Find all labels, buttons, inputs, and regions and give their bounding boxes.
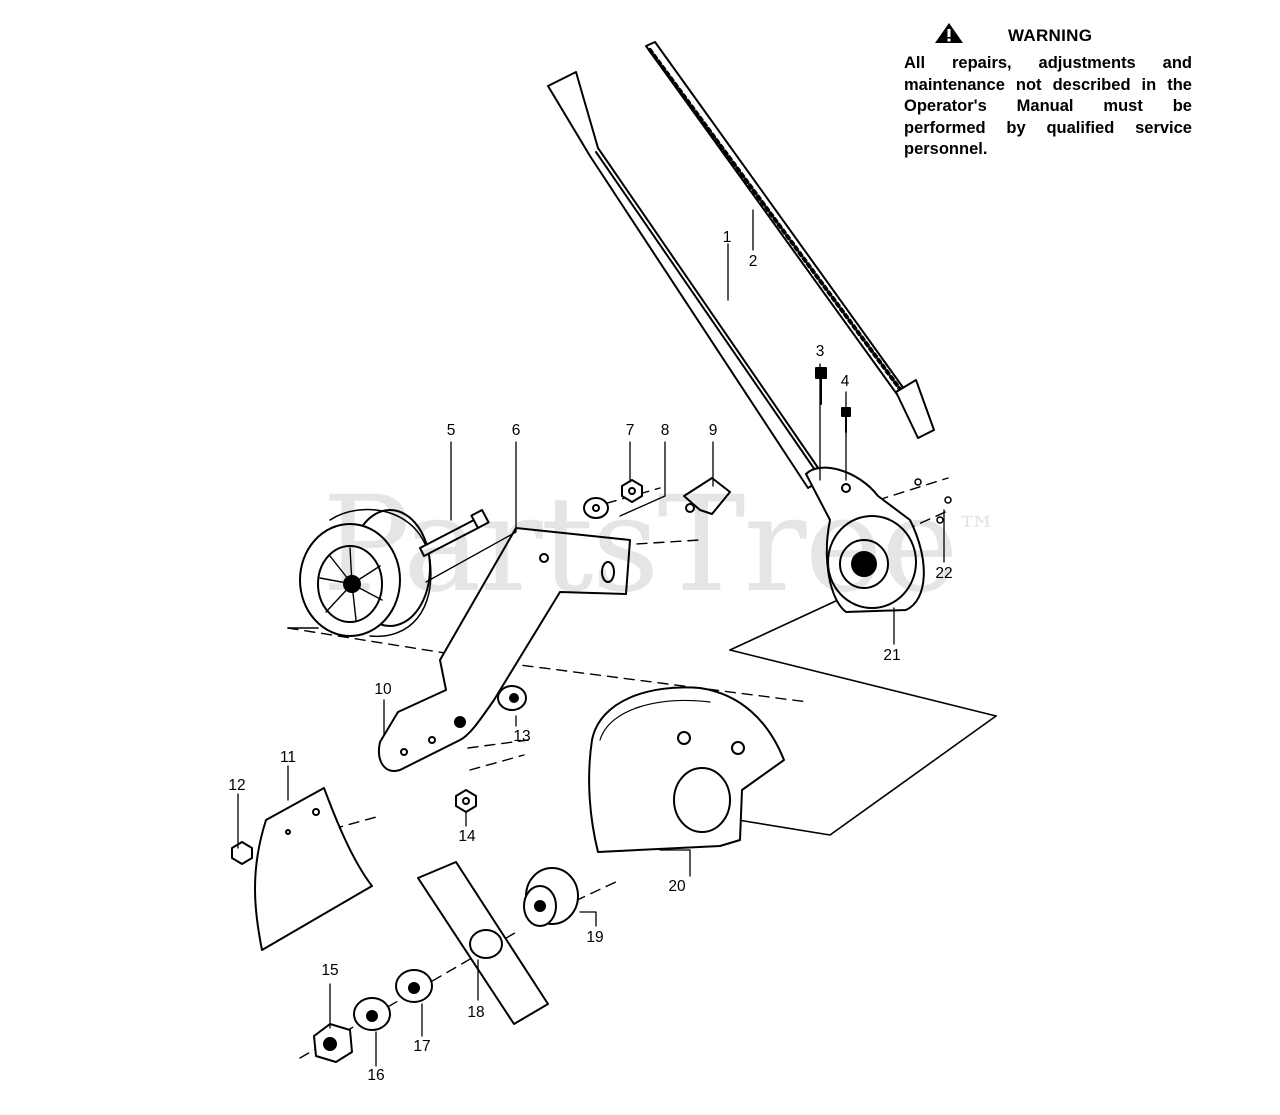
callout-12: 12 [228, 777, 246, 794]
drive-cable [645, 41, 935, 439]
callout-17: 17 [413, 1038, 431, 1055]
callout-7: 7 [625, 422, 635, 439]
axle-bolt [419, 509, 490, 557]
warning-title: WARNING [1008, 26, 1093, 45]
callout-14: 14 [458, 828, 476, 845]
callout-10: 10 [374, 681, 392, 698]
wheel-bracket [378, 527, 631, 772]
callout-19: 19 [586, 929, 604, 946]
deflector-plate [254, 787, 373, 951]
callout-1: 1 [722, 229, 732, 246]
callout-2: 2 [748, 253, 758, 270]
wheel [299, 508, 432, 638]
callout-20: 20 [668, 878, 686, 895]
callout-13: 13 [513, 728, 531, 745]
warning-triangle-icon [935, 23, 963, 43]
callout-18: 18 [467, 1004, 485, 1021]
gear-head [805, 466, 925, 613]
callout-11: 11 [279, 749, 297, 766]
nut-12 [231, 841, 253, 865]
callout-16: 16 [367, 1067, 385, 1084]
callout-6: 6 [511, 422, 521, 439]
screws-22 [914, 478, 952, 524]
callout-3: 3 [815, 343, 825, 360]
ground-plane [287, 599, 997, 836]
knob-9 [683, 477, 731, 515]
spacer-13 [497, 685, 527, 711]
nut-14 [455, 789, 477, 813]
callout-9: 9 [708, 422, 718, 439]
bolt-3 [815, 367, 827, 405]
washer-8 [583, 497, 609, 519]
warning-text: All repairs, adjustments and maintenance… [904, 54, 1192, 158]
washer-16 [353, 997, 391, 1031]
callout-5: 5 [446, 422, 456, 439]
callout-4: 4 [840, 373, 850, 390]
blade-guard [588, 686, 785, 853]
watermark: PartsTree™ [322, 468, 997, 622]
blade-adapter [523, 867, 579, 927]
callout-8: 8 [660, 422, 670, 439]
edger-blade [417, 861, 549, 1025]
callout-21: 21 [883, 647, 901, 664]
leader-lines [237, 209, 945, 1067]
nut-15 [313, 1023, 353, 1063]
shaft-tube [547, 71, 826, 489]
washer-17 [395, 969, 433, 1003]
callout-15: 15 [321, 962, 339, 979]
nut-7 [621, 479, 643, 503]
callout-22: 22 [935, 565, 953, 582]
